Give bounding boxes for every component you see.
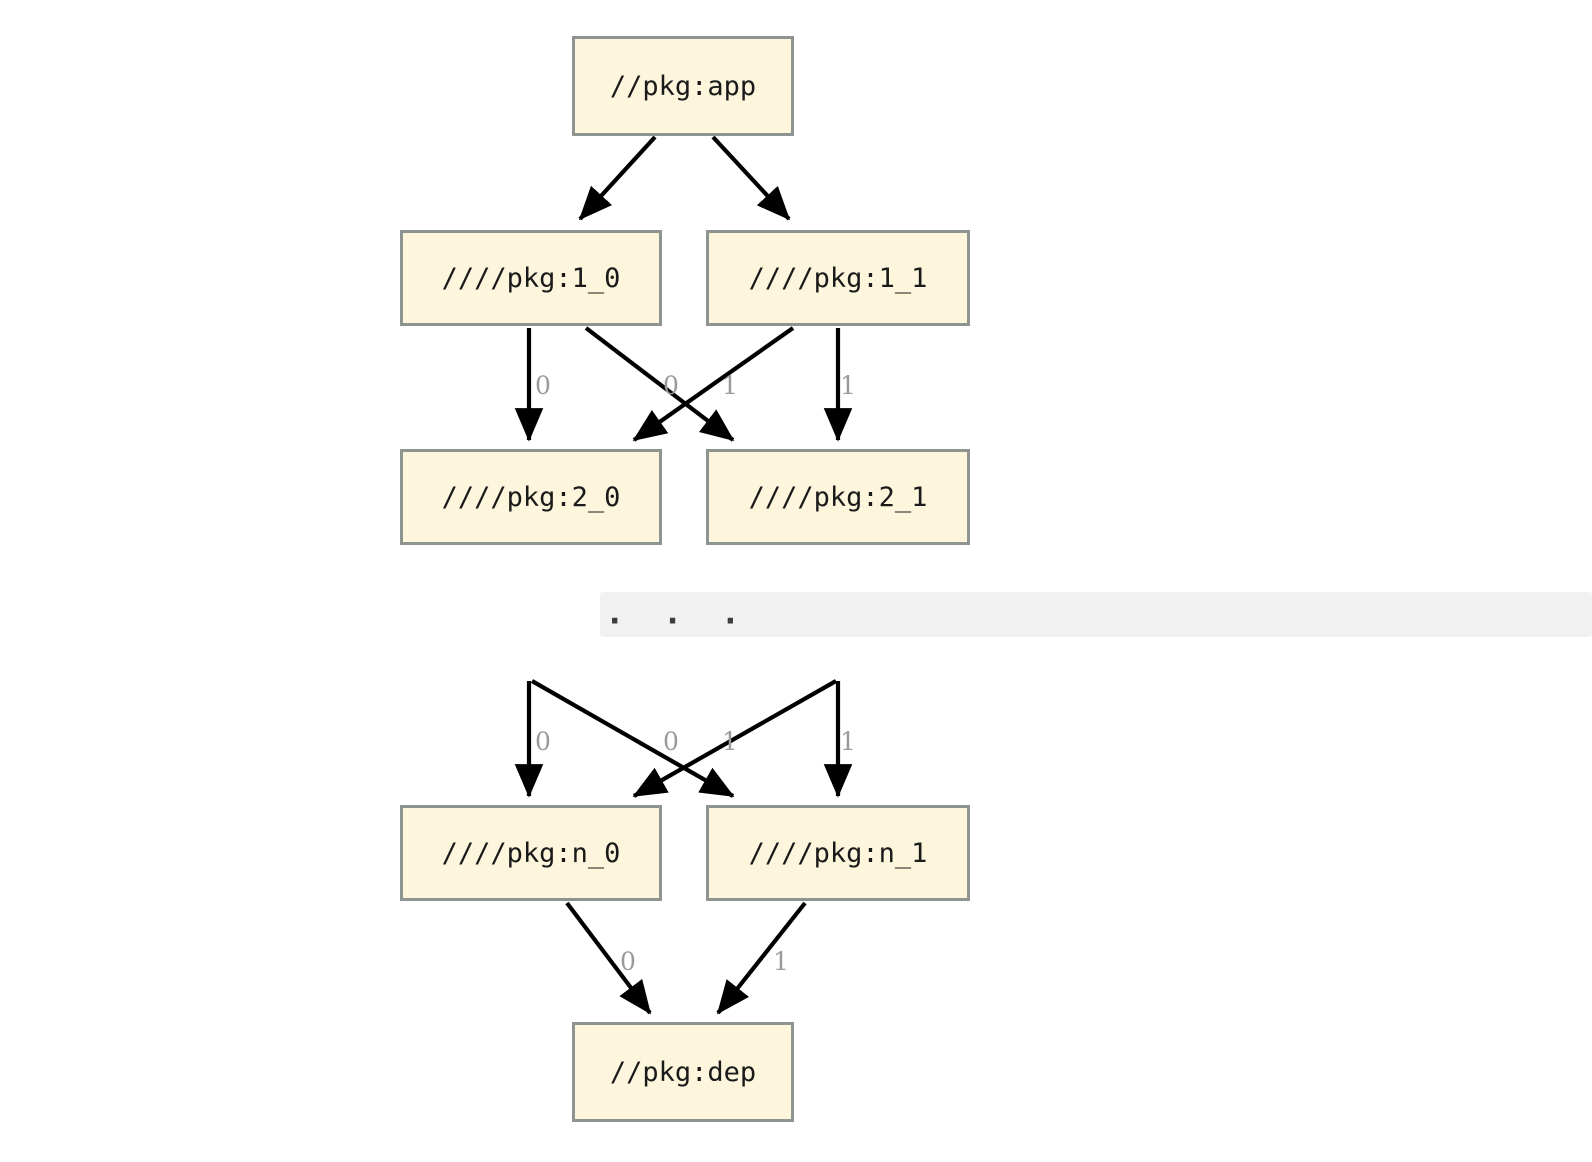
truncation-band[interactable] [600, 592, 1592, 637]
edge-label-1_1-2_1: 1 [840, 371, 856, 400]
node-pkg-n_1[interactable]: ////pkg:n_1 [706, 805, 970, 901]
edge-label-n_1-dep: 1 [773, 947, 789, 976]
edge-label-truncated-n_1: 1 [840, 727, 856, 756]
node-pkg-1_0[interactable]: ////pkg:1_0 [400, 230, 662, 326]
node-pkg-1_1[interactable]: ////pkg:1_1 [706, 230, 970, 326]
edge-app-to-1_1 [711, 135, 791, 221]
node-label: ////pkg:2_1 [748, 481, 928, 513]
node-label: //pkg:app [609, 70, 757, 102]
node-pkg-2_0[interactable]: ////pkg:2_0 [400, 449, 662, 545]
edge-1_1-to-2_0 [632, 326, 795, 442]
node-label: ////pkg:n_0 [441, 837, 621, 869]
edge-app-to-1_0 [578, 135, 657, 221]
edge-label-truncated-n_1-cross: 1 [722, 727, 738, 756]
edge-1_0-to-2_1 [584, 326, 735, 442]
edge-n_1-to-dep [716, 901, 807, 1015]
node-label: ////pkg:2_0 [441, 481, 621, 513]
node-pkg-app[interactable]: //pkg:app [572, 36, 794, 136]
edge-truncated-to-n_1 [530, 679, 735, 798]
node-pkg-dep[interactable]: //pkg:dep [572, 1022, 794, 1122]
edge-label-truncated-n_0-cross: 0 [663, 727, 679, 756]
edge-label-1_1-2_0: 0 [663, 371, 679, 400]
truncation-ellipsis: · · · [609, 604, 755, 639]
node-pkg-n_0[interactable]: ////pkg:n_0 [400, 805, 662, 901]
node-pkg-2_1[interactable]: ////pkg:2_1 [706, 449, 970, 545]
node-label: ////pkg:1_0 [441, 262, 621, 294]
edge-label-1_0-2_0: 0 [535, 371, 551, 400]
edge-label-n_0-dep: 0 [620, 947, 636, 976]
edge-n_0-to-dep [565, 901, 652, 1015]
node-label: ////pkg:n_1 [748, 837, 928, 869]
node-label: //pkg:dep [609, 1056, 757, 1088]
edge-label-truncated-n_0: 0 [535, 727, 551, 756]
edge-label-1_0-2_1: 1 [722, 371, 738, 400]
edge-truncated-to-n_0-cross [632, 679, 838, 798]
node-label: ////pkg:1_1 [748, 262, 928, 294]
